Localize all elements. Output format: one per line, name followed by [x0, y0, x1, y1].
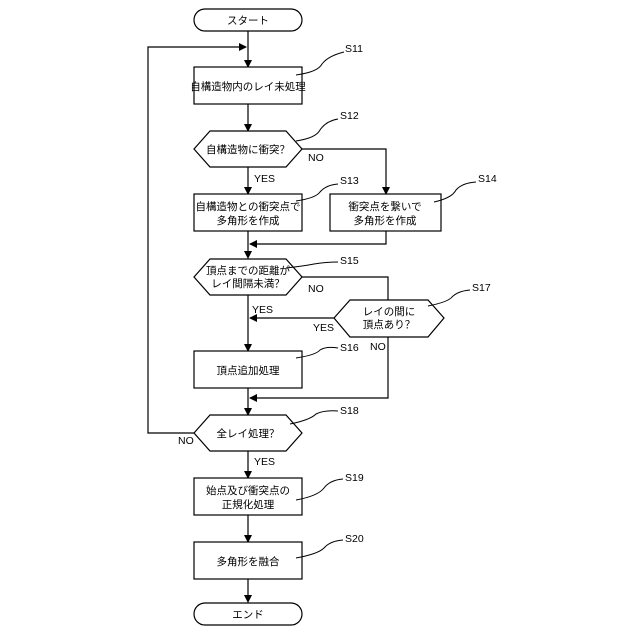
step-label-s13: S13: [340, 175, 359, 187]
process-s11-label: 自構造物内のレイ未処理: [190, 80, 306, 93]
edge-label-s12-yes: YES: [254, 173, 275, 185]
edge-label-s18-no: NO: [178, 435, 194, 447]
terminal-start: スタート: [194, 9, 302, 31]
edge-label-s15-no: NO: [308, 283, 324, 295]
process-s16: 頂点追加処理: [194, 351, 302, 388]
decision-s12: 自構造物に衝突？: [194, 131, 302, 167]
step-label-s16: S16: [340, 342, 359, 354]
edge-s14-merge: [250, 231, 386, 244]
leader-s18: [290, 411, 338, 424]
process-s11: 自構造物内のレイ未処理: [190, 67, 306, 104]
process-s13: 自構造物との衝突点で 多角形を作成: [194, 194, 302, 231]
process-s19: 始点及び衝突点の 正規化処理: [194, 478, 302, 515]
process-s20: 多角形を融合: [194, 542, 302, 579]
process-s13-line2: 多角形を作成: [217, 214, 280, 227]
step-label-s19: S19: [345, 472, 364, 484]
decision-s15-line2: レイ間隔未満？: [211, 278, 285, 290]
process-s14-line1: 衝突点を繋いで: [348, 200, 421, 213]
process-s13-line1: 自構造物との衝突点で: [196, 200, 301, 213]
edge-label-s17-yes: YES: [313, 322, 334, 334]
step-label-s20: S20: [345, 533, 364, 545]
leader-s15: [286, 262, 338, 268]
decision-s18-label: 全レイ処理？: [217, 427, 280, 440]
terminal-start-label: スタート: [227, 15, 269, 27]
process-s19-line1: 始点及び衝突点の: [206, 484, 290, 497]
step-label-s12: S12: [340, 110, 359, 122]
step-label-s17: S17: [472, 282, 491, 294]
decision-s15: 頂点までの距離が レイ間隔未満？: [194, 259, 302, 295]
leader-s11: [296, 52, 344, 75]
step-label-s15: S15: [340, 255, 359, 267]
leader-s20: [296, 540, 343, 558]
leader-s12: [296, 119, 338, 141]
decision-s12-label: 自構造物に衝突？: [206, 143, 290, 156]
step-label-s18: S18: [340, 405, 359, 417]
step-label-s14: S14: [478, 173, 497, 185]
leader-s19: [296, 479, 343, 500]
decision-s15-line1: 頂点までの距離が: [206, 264, 290, 277]
step-label-s11: S11: [345, 43, 363, 55]
decision-s18: 全レイ処理？: [194, 415, 302, 451]
edge-label-s15-yes: YES: [252, 304, 273, 316]
process-s16-label: 頂点追加処理: [217, 364, 280, 377]
process-s20-label: 多角形を融合: [217, 555, 280, 568]
leader-s17: [428, 290, 470, 306]
decision-s17-line1: レイの間に: [363, 306, 416, 318]
process-s14-line2: 多角形を作成: [354, 214, 417, 227]
decision-s17: レイの間に 頂点あり？: [334, 300, 444, 337]
terminal-end-label: エンド: [232, 609, 264, 621]
terminal-end: エンド: [194, 603, 302, 625]
decision-s17-line2: 頂点あり？: [363, 319, 416, 331]
process-s14: 衝突点を繋いで 多角形を作成: [330, 194, 441, 231]
edge-label-s17-no: NO: [370, 341, 386, 353]
process-s19-line2: 正規化処理: [222, 498, 275, 511]
edge-label-s12-no: NO: [308, 152, 324, 164]
edge-label-s18-yes: YES: [254, 456, 275, 468]
